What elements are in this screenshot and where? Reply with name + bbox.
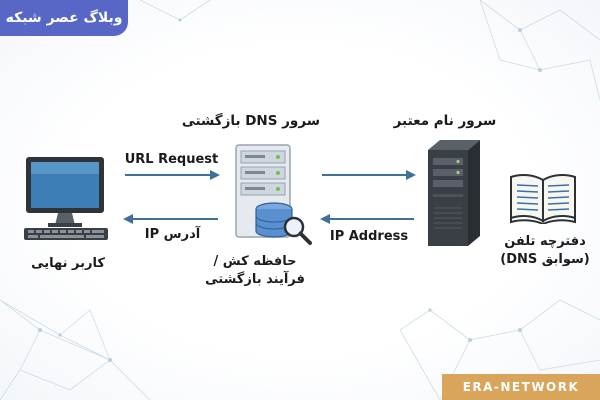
authoritative-server-icon bbox=[428, 140, 480, 246]
phonebook-caption-line1: دفترچه تلفن bbox=[504, 234, 586, 249]
phonebook-icon bbox=[510, 174, 576, 224]
blog-badge[interactable]: وبلاگ عصر شبکه bbox=[0, 0, 128, 36]
url-request-label: URL Request bbox=[124, 152, 219, 167]
ip-address-label: IP Address bbox=[329, 229, 409, 244]
resolver-caption-line1: حافظه کش / bbox=[213, 254, 297, 269]
resolver-server-icon bbox=[235, 144, 312, 245]
brand-watermark: ERA-NETWORK bbox=[442, 374, 600, 400]
authoritative-heading: سرور نام معتبر bbox=[393, 113, 497, 129]
phonebook-caption: دفترچه تلفن (سوابق DNS) bbox=[495, 233, 595, 269]
resolver-caption: حافظه کش / فرآیند بازگشتی bbox=[195, 253, 315, 289]
resolver-heading: سرور DNS بازگشتی bbox=[181, 113, 320, 129]
ip-reply-label: آدرس IP bbox=[144, 227, 201, 242]
computer-icon bbox=[24, 157, 108, 240]
end-user-label: کاربر نهایی bbox=[31, 256, 105, 271]
phonebook-caption-line2: (سوابق DNS) bbox=[500, 252, 590, 267]
resolver-caption-line2: فرآیند بازگشتی bbox=[205, 272, 305, 287]
